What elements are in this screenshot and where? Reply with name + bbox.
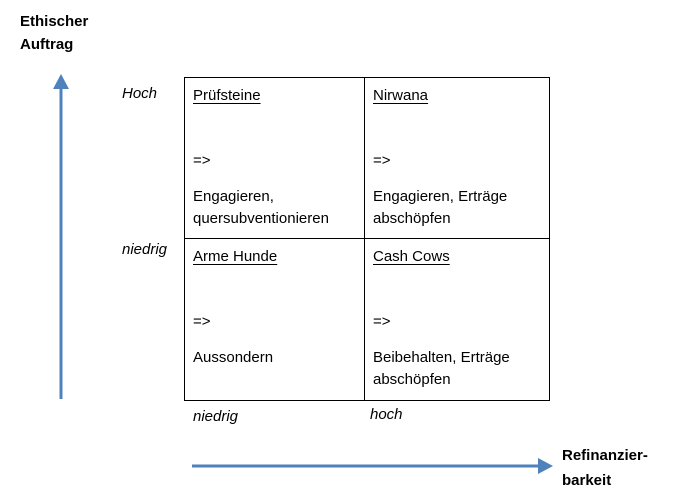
quadrant-bottom-right: Cash Cows => Beibehalten, Erträge abschö…	[365, 239, 549, 400]
x-axis-high-label: hoch	[370, 406, 403, 423]
y-axis-low-label: niedrig	[122, 241, 168, 258]
y-axis-title-line2: Auftrag	[20, 36, 74, 53]
quadrant-action: Engagieren, Erträge abschöpfen	[373, 188, 508, 227]
implication-arrow-symbol: =>	[373, 313, 391, 330]
quadrant-action: Beibehalten, Erträge abschöpfen	[373, 349, 510, 388]
x-axis-low-label: niedrig	[193, 408, 239, 425]
quadrant-top-left: Prüfsteine => Engagieren, quersubvention…	[185, 78, 365, 239]
quadrant-action: Engagieren, quersubventionieren	[193, 188, 329, 227]
quadrant-bottom-left: Arme Hunde => Aussondern	[185, 239, 365, 400]
quadrant-title: Nirwana	[373, 87, 429, 104]
x-axis-title-line1: Refinanzier-	[562, 447, 648, 464]
quadrant-title: Cash Cows	[373, 248, 450, 265]
implication-arrow-symbol: =>	[193, 152, 211, 169]
y-axis-arrow-icon	[53, 74, 69, 399]
implication-arrow-symbol: =>	[193, 313, 211, 330]
y-axis-title: Ethischer Auftrag	[20, 10, 88, 56]
matrix-table: Prüfsteine => Engagieren, quersubvention…	[184, 77, 550, 401]
implication-arrow-symbol: =>	[373, 152, 391, 169]
x-axis-arrow-icon	[192, 458, 553, 474]
quadrant-action: Aussondern	[193, 349, 274, 366]
y-axis-high-label: Hoch	[122, 85, 158, 102]
quadrant-title: Prüfsteine	[193, 87, 261, 104]
x-axis-title-line2: barkeit	[562, 472, 612, 489]
y-axis-title-line1: Ethischer	[20, 13, 89, 30]
quadrant-title: Arme Hunde	[193, 248, 278, 265]
quadrant-top-right: Nirwana => Engagieren, Erträge abschöpfe…	[365, 78, 549, 239]
x-axis-title: Refinanzier- barkeit	[562, 443, 648, 493]
